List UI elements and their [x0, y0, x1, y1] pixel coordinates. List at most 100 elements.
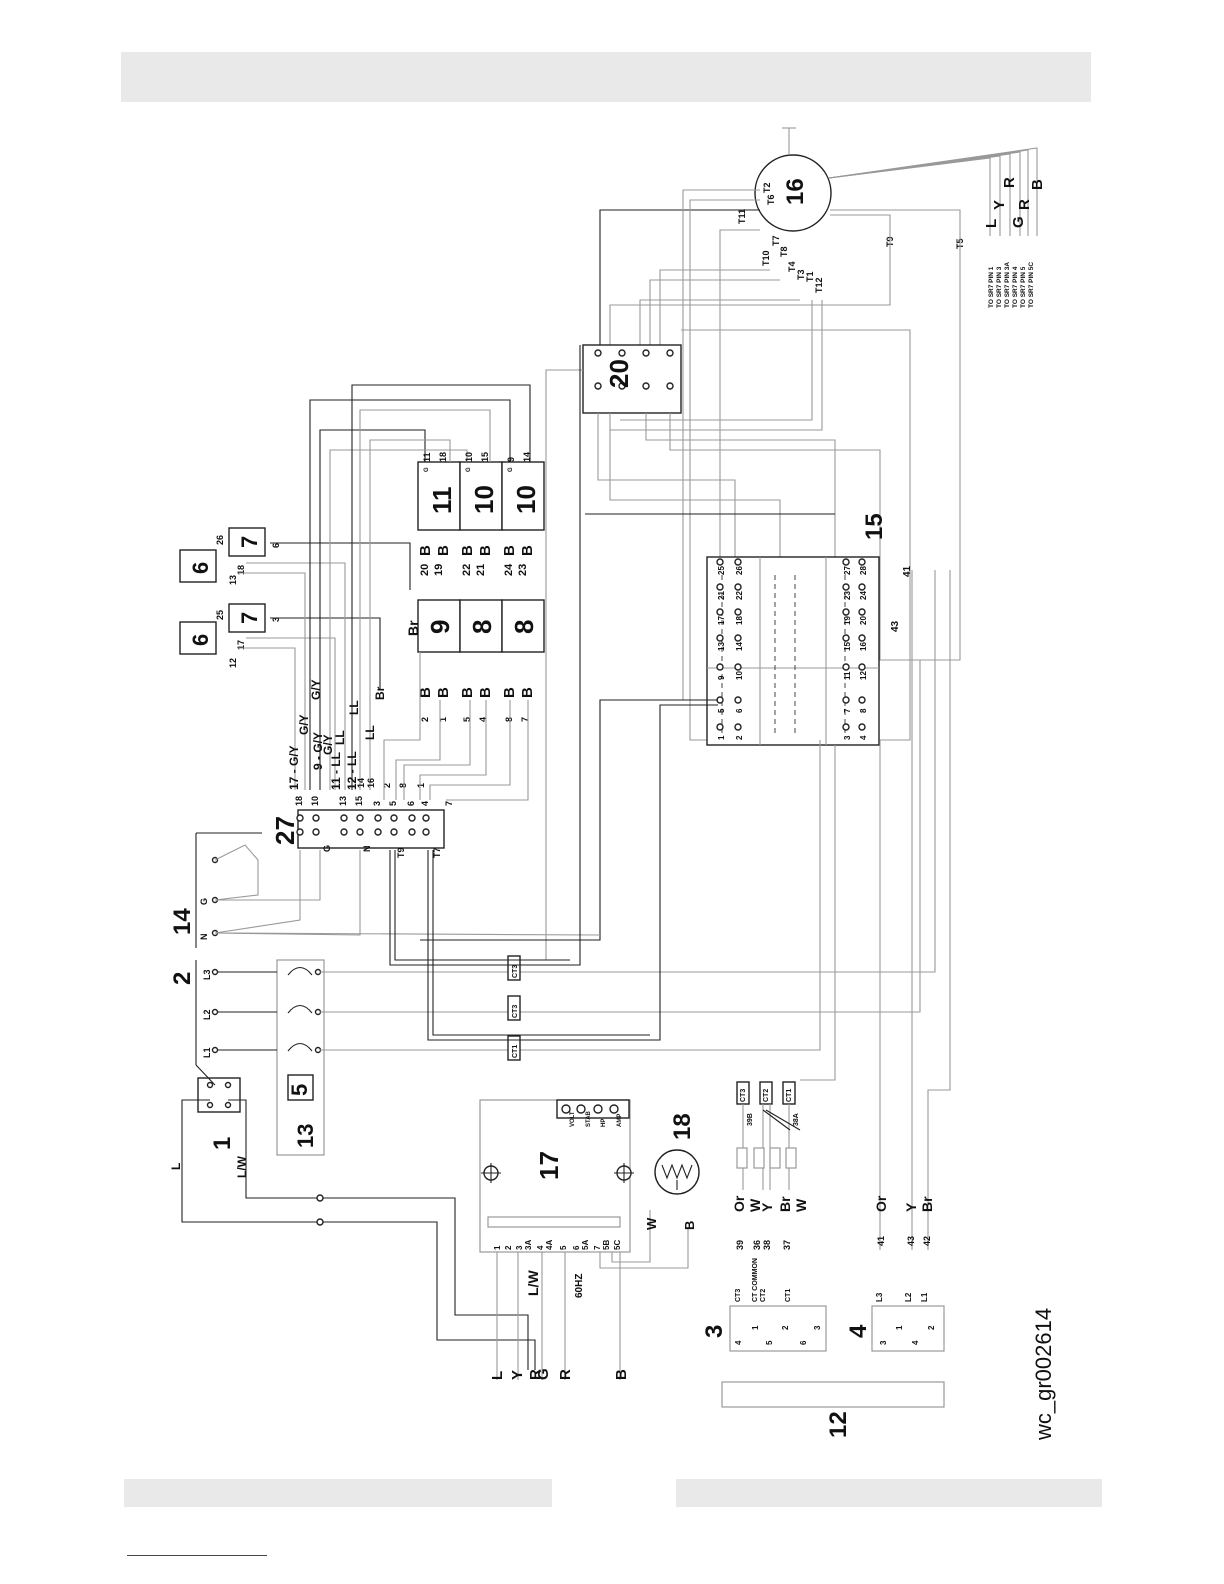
wire-ll-12: 12 - LL	[345, 751, 359, 790]
ct-label-top: CT3	[512, 965, 519, 978]
harness-ct3: CT3	[740, 1089, 747, 1102]
sr7-pin-4: TO SR7 PIN 4	[1012, 266, 1019, 308]
label-t11: T11	[737, 209, 747, 224]
terminal-block-27: 27 G N T9 T7	[270, 809, 445, 858]
ground-bar-14: 14 N G	[169, 832, 601, 948]
panel15-top-25: 25	[717, 566, 726, 575]
ct-harness-color-y: Y	[759, 1202, 775, 1212]
tb27-hole	[422, 814, 430, 822]
panel15-top-hole	[716, 583, 724, 591]
wire-gy-a: G/Y	[297, 714, 311, 735]
footer-link-underline	[127, 1555, 267, 1556]
panel15-top-hole	[734, 696, 742, 704]
sr7-color-3: G	[1010, 216, 1027, 228]
tb27-t9: T9	[396, 847, 406, 858]
label-t6: T6	[766, 194, 776, 205]
mid-wire-4: 4	[478, 717, 488, 722]
header-band	[121, 52, 1091, 102]
diode-mark: G	[424, 467, 430, 472]
freq-label: 60HZ	[574, 1274, 585, 1298]
harness-ct2: CT2	[763, 1089, 770, 1102]
relay-group-upper: 6 7 26 6 13 18 6 7 25 3 12 17	[179, 527, 411, 790]
tb27-g: G	[322, 845, 332, 852]
label-t4: T4	[787, 261, 797, 272]
sr7-pin-6: TO SR7 PIN 5C	[1028, 262, 1035, 308]
diode-b-a: B	[417, 545, 434, 556]
diode-num-a: 20	[419, 564, 431, 576]
block4-l2: L2	[904, 1292, 913, 1302]
wire-LW-bottom: L/W	[525, 1270, 541, 1296]
sr7-pin-5: TO SR7 PIN 5	[1020, 266, 1027, 308]
ct-label-bottom: CT1	[512, 1045, 519, 1058]
wire-ll-c: LL	[363, 725, 377, 740]
sr7-pin-3: TO SR7 PIN 3A	[1004, 262, 1011, 308]
reg-terminal-7: 7	[593, 1245, 602, 1250]
tb27-hole	[296, 828, 304, 836]
panel15-top-hole	[734, 723, 742, 731]
pot-label-volt: VOLT	[570, 1111, 576, 1127]
tb27-hole	[374, 814, 382, 822]
panel15-bottom-hole	[858, 558, 866, 566]
label-2: 2	[169, 972, 196, 985]
block4-color-or: Or	[873, 1195, 889, 1212]
reg-terminal-1: 1	[493, 1245, 502, 1250]
block4-color-y: Y	[903, 1202, 919, 1212]
diode-r-a: 9	[506, 457, 516, 462]
winding-leads	[599, 189, 961, 741]
sr7-harness: L Y G R R B TO SR7 PIN 1 TO SR7 PIN 3 TO…	[828, 147, 1046, 308]
diode-num-b: 21	[475, 564, 487, 576]
bar14-n: N	[199, 934, 209, 941]
panel15-top-22: 22	[735, 591, 744, 600]
panel15-top-hole	[734, 583, 742, 591]
panel15-bottom-hole	[842, 634, 850, 642]
block3-ct2: CT2	[760, 1289, 767, 1302]
panel15-bottom-hole	[858, 634, 866, 642]
wires-to-27	[383, 652, 529, 801]
diode-r-b: 18	[438, 452, 448, 462]
tb27-hole	[422, 828, 430, 836]
reg-terminal-5b: 5B	[602, 1240, 611, 1250]
label-3: 3	[701, 1325, 728, 1338]
sr7-color-2: Y	[991, 200, 1008, 210]
panel15-bottom-hole	[842, 723, 850, 731]
ct-harness-num-36: 36	[752, 1240, 762, 1250]
wire-ll-a: LL	[333, 730, 347, 745]
panel15-top-13: 13	[717, 642, 726, 651]
panel15-bottom-hole	[858, 608, 866, 616]
panel15-bottom-15: 15	[843, 642, 852, 651]
label-t8: T8	[779, 246, 789, 257]
panel15-bottom-16: 16	[859, 642, 868, 651]
panel15-bottom-hole	[858, 663, 866, 671]
n17: 17	[236, 640, 246, 650]
panel15-bottom-hole	[858, 583, 866, 591]
wire-num-16: 16	[366, 778, 376, 788]
reg-terminal-6: 6	[572, 1245, 581, 1250]
ct-harness-color-br: Br	[777, 1196, 793, 1212]
tb27-num-5: 5	[388, 801, 398, 806]
panel15-top-17: 17	[717, 616, 726, 625]
block4-num-42: 42	[922, 1236, 932, 1246]
diode-r-a: 10	[464, 452, 474, 462]
tb27-num-6: 6	[406, 801, 416, 806]
diode-b-b: B	[519, 545, 536, 556]
panel15-bottom-hole	[858, 723, 866, 731]
ct-harness-color-w: W	[747, 1198, 763, 1212]
panel15-top-21: 21	[717, 591, 726, 600]
tb27-n: N	[362, 846, 372, 853]
diode-r-b: 15	[480, 452, 490, 462]
reg-terminal-3a: 3A	[524, 1240, 533, 1250]
regulator-wiring	[496, 1210, 689, 1380]
label-15: 15	[861, 513, 888, 540]
resistor-b-b: B	[435, 687, 452, 698]
sr7-color-4: R	[1001, 177, 1018, 188]
panel15-bottom-27: 27	[843, 566, 852, 575]
wire-gy-b: G/Y	[309, 679, 323, 700]
ct-label-mid: CT3	[512, 1005, 519, 1018]
wire-num-8: 8	[398, 783, 408, 788]
diode-r-b: 14	[522, 452, 532, 462]
panel15-bottom-28: 28	[859, 566, 868, 575]
